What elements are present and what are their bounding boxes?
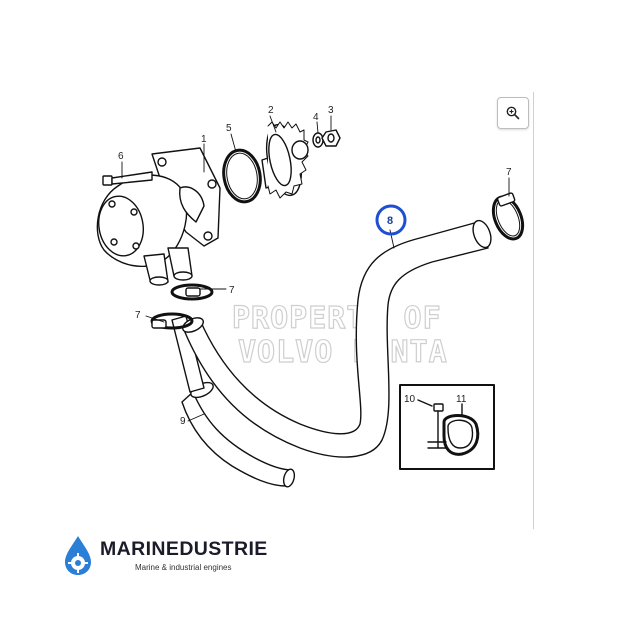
brand-name: MARINEDUSTRIE [100, 538, 268, 560]
brand-tagline: Marine & industrial engines [135, 563, 232, 572]
callout-6[interactable]: 6 [118, 151, 124, 162]
bolt-6 [102, 171, 153, 186]
zoom-in-icon [506, 106, 520, 120]
callout-10[interactable]: 10 [404, 394, 416, 405]
callout-3[interactable]: 3 [328, 105, 334, 116]
callout-1[interactable]: 1 [201, 134, 207, 145]
highlight-circle-8 [375, 204, 407, 236]
callout-5[interactable]: 5 [226, 123, 232, 134]
callout-4[interactable]: 4 [313, 112, 319, 123]
hose-clamp-7-middle [170, 283, 214, 301]
callout-8[interactable]: 8 [387, 215, 393, 227]
leader-lines [121, 115, 510, 422]
water-drop-gear-icon [65, 536, 91, 575]
callout-11[interactable]: 11 [456, 394, 467, 405]
callout-7-right[interactable]: 7 [506, 167, 512, 178]
watermark-line-1: PROPERTY OF [232, 301, 442, 336]
hose-9 [171, 315, 296, 488]
callout-9[interactable]: 9 [180, 416, 186, 427]
o-ring-5 [222, 148, 262, 204]
callout-numbers: 1 2 3 4 5 6 7 7 7 8 9 10 11 [118, 105, 512, 427]
callout-2[interactable]: 2 [268, 105, 274, 116]
brand-footer: MARINEDUSTRIE Marine & industrial engine… [62, 530, 302, 580]
hose-clamp-7-left [150, 312, 194, 330]
hose-clamp-7-right [491, 192, 525, 241]
inset-clamp-detail [399, 384, 495, 470]
watermark: PROPERTY OF VOLVO PENTA [231, 300, 448, 370]
hose-8 [182, 219, 492, 458]
watermark-line-2: VOLVO PENTA [238, 335, 448, 370]
nut-3 [321, 129, 341, 147]
water-pump-1 [96, 147, 221, 286]
washer-4 [312, 132, 324, 148]
panel-divider [533, 92, 534, 529]
callout-7-middle[interactable]: 7 [229, 285, 235, 296]
gear-2 [261, 121, 309, 199]
callout-7-left[interactable]: 7 [135, 310, 141, 321]
zoom-button[interactable] [497, 97, 529, 129]
